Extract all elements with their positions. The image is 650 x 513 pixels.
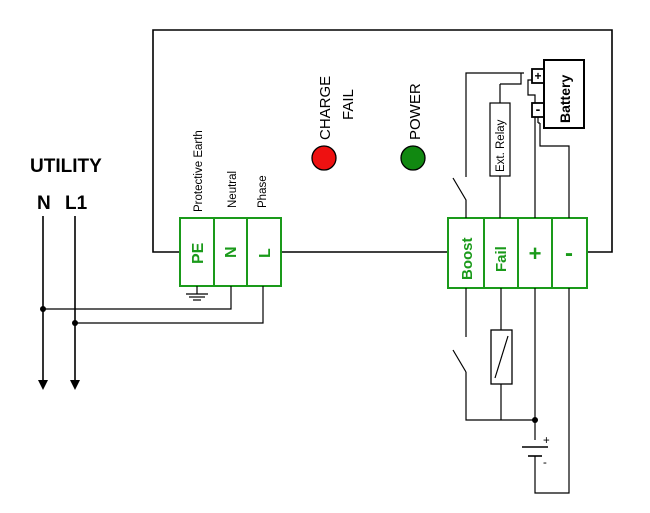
external-battery-icon: + - bbox=[522, 435, 550, 469]
utility-line-l1: L1 bbox=[65, 193, 88, 214]
power-label: POWER bbox=[407, 83, 424, 140]
power-led-light bbox=[400, 145, 426, 171]
power-led: POWER bbox=[400, 83, 426, 171]
terminal-minus-label: - bbox=[565, 240, 573, 267]
phase-label: Phase bbox=[257, 175, 269, 208]
protective-earth-label: Protective Earth bbox=[193, 130, 205, 212]
battery-label: Battery bbox=[557, 75, 573, 123]
utility-wires bbox=[38, 216, 264, 390]
terminal-plus-label: + bbox=[529, 241, 542, 266]
ext-battery-plus: + bbox=[543, 435, 550, 447]
utility-line-n: N bbox=[37, 193, 51, 214]
ext-battery-minus: - bbox=[543, 457, 547, 469]
internal-wiring: Ext. Relay bbox=[452, 72, 570, 218]
terminal-boost-label: Boost bbox=[459, 238, 476, 281]
terminal-l-label: L bbox=[257, 248, 274, 258]
terminal-fail bbox=[483, 217, 519, 289]
terminal-boost bbox=[447, 217, 485, 289]
neutral-label: Neutral bbox=[227, 171, 239, 208]
charge-fail-led-light bbox=[311, 145, 337, 171]
terminal-fail-label: Fail bbox=[493, 246, 510, 272]
charge-fail-label-2: FAIL bbox=[340, 89, 357, 120]
battery-plus-sign: + bbox=[534, 69, 541, 83]
ext-relay-label: Ext. Relay bbox=[495, 119, 507, 172]
terminal-n-label: N bbox=[223, 246, 240, 258]
utility-title: UTILITY bbox=[30, 156, 102, 177]
external-wiring bbox=[452, 288, 570, 494]
terminal-l bbox=[246, 217, 282, 287]
earth-ground-icon bbox=[186, 286, 208, 301]
internal-battery: + - Battery bbox=[531, 59, 585, 129]
charge-fail-led: CHARGE FAIL bbox=[311, 76, 357, 171]
charge-fail-label-1: CHARGE bbox=[317, 76, 334, 140]
battery-body bbox=[543, 59, 585, 129]
output-terminal-block: Boost Fail + - bbox=[447, 217, 588, 289]
charger-enclosure bbox=[152, 29, 613, 253]
battery-minus-sign: - bbox=[536, 101, 541, 117]
terminal-pe-label: PE bbox=[190, 242, 207, 264]
input-terminal-block: PE N L bbox=[179, 217, 282, 287]
